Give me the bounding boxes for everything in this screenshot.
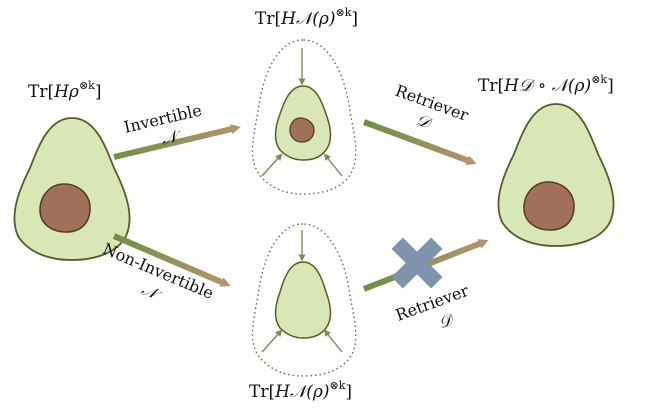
avocado-pit (39, 183, 91, 233)
label-retriever-bottom: Retriever 𝒟 (393, 281, 472, 333)
arrows (112, 119, 489, 292)
avocado-icon (274, 261, 332, 339)
label-retriever-bottom-line1: Retriever (393, 281, 472, 325)
output-avocado (497, 103, 615, 247)
label-invertible-line2: 𝒩 (160, 126, 184, 149)
noninvertible-shrunk-avocado (251, 223, 357, 377)
label-retriever-top-line2: 𝒟 (414, 110, 436, 133)
invertible-shrunk-avocado (251, 39, 357, 195)
formula-noninvertible-output: Tr[H𝒩(ρ)⊗k] (249, 379, 352, 402)
avocado-pit (289, 117, 315, 143)
compress-arrow-right (323, 153, 343, 177)
input-avocado (13, 117, 131, 261)
dotted-boundary (251, 39, 357, 195)
retriever-arrow-top (362, 119, 477, 165)
compress-arrow-left (261, 329, 283, 353)
invertible-arrow (113, 124, 241, 160)
label-noninvertible-line2: 𝒩 (139, 279, 165, 304)
label-retriever-top-line1: Retriever (393, 81, 472, 125)
avocado-pit (523, 181, 575, 231)
dotted-boundary (251, 223, 357, 377)
formula-retrieved-state: Tr[H𝒟 ∘ 𝒩(ρ)⊗k] (478, 73, 614, 96)
compress-arrow-right (323, 329, 343, 353)
label-retriever-bottom-line2: 𝒟 (436, 309, 458, 332)
formula-input-state: Tr[Hρ⊗k] (28, 79, 101, 102)
compress-arrow-left (261, 153, 283, 177)
label-invertible: Invertible 𝒩 (122, 100, 203, 149)
cross-icon (391, 237, 443, 289)
noninvertible-arrow (112, 233, 231, 287)
formula-invertible-output: Tr[H𝒩(ρ)⊗k] (255, 6, 358, 29)
